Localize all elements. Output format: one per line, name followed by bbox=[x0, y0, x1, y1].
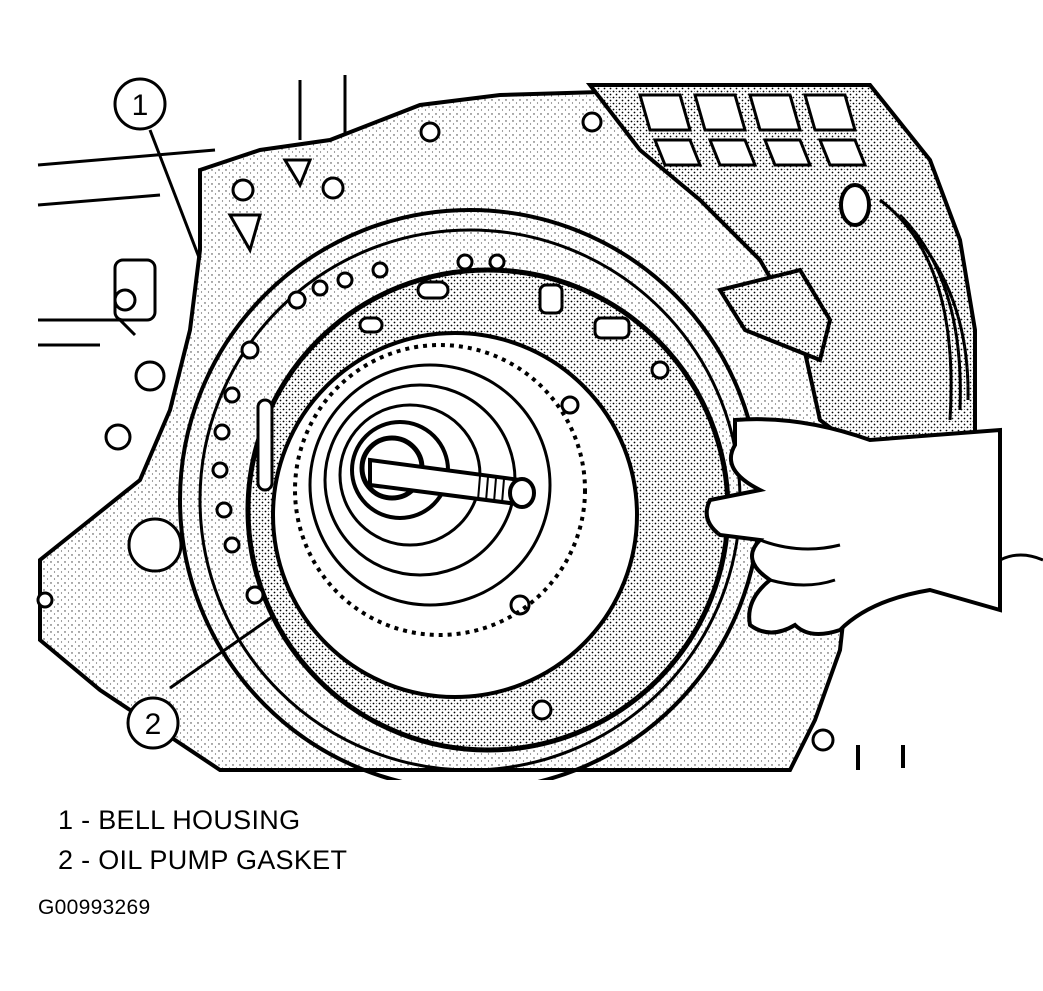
callout-2: 2 bbox=[126, 613, 276, 750]
callout-1: 1 bbox=[113, 77, 202, 261]
figure-id: G00993269 bbox=[38, 896, 151, 919]
legend-item-bell-housing: 1 - BELL HOUSING bbox=[58, 805, 301, 835]
housing-bolt-holes bbox=[36, 111, 835, 752]
hand bbox=[704, 417, 1043, 636]
callout-1-number: 1 bbox=[132, 89, 149, 122]
gasket-installation-illustration: 1 2 bbox=[36, 75, 1043, 780]
legend-item-oil-pump-gasket: 2 - OIL PUMP GASKET bbox=[58, 845, 348, 875]
transmission-case bbox=[585, 83, 977, 473]
callout-2-number: 2 bbox=[145, 708, 162, 741]
oil-pump-gasket bbox=[211, 253, 731, 753]
engine-block-background bbox=[37, 75, 347, 347]
input-shaft bbox=[368, 457, 536, 509]
legend: 1 - BELL HOUSING 2 - OIL PUMP GASKET bbox=[58, 800, 347, 880]
